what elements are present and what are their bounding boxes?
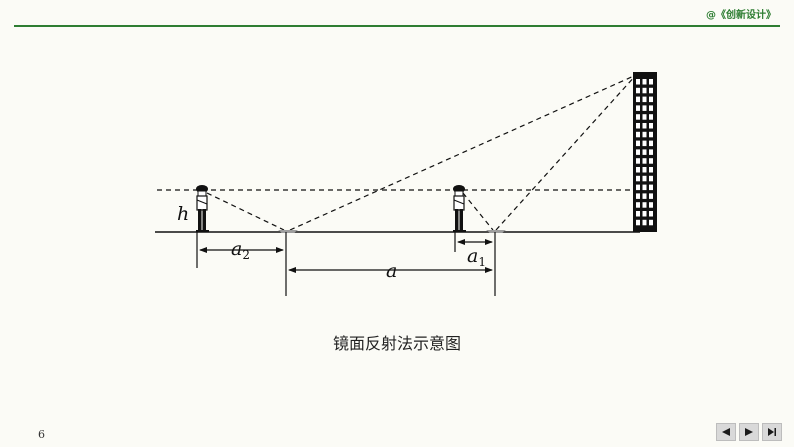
building-window [642,140,647,147]
dimension-a [288,232,496,296]
building-window [642,123,647,129]
building-window [649,105,653,111]
sight-line-mirror1-to-top [289,74,637,231]
building-window [649,96,653,103]
building-window [642,79,647,85]
building-window [649,211,653,217]
dimension-a2 [196,232,287,296]
building-window [642,184,647,191]
building-window [642,114,647,120]
prev-slide-button[interactable] [716,423,736,441]
skip-to-end-icon [768,428,776,436]
label-a2: a2 [231,238,250,262]
building-window [642,87,647,94]
building-window [636,211,640,217]
building-window [642,149,647,155]
building-window [642,158,647,164]
building-window [636,114,640,120]
brand-label: @《创新设计》 [706,10,776,21]
building-window [649,167,653,173]
building-window [649,131,653,138]
building-window [642,96,647,103]
building-window [636,158,640,164]
building-window [636,149,640,155]
slide-navigation [716,423,782,441]
dimension-a1 [454,232,493,252]
building-window [636,175,640,182]
page-number: 6 [38,428,45,441]
building-window [642,131,647,138]
sight-line-mirror2-to-top [495,74,637,231]
header-divider [14,25,780,27]
building-window [642,211,647,217]
building-window [636,79,640,85]
building-window [636,105,640,111]
building-window [649,193,653,199]
person-right [453,185,466,232]
triangle-right-icon [745,428,753,436]
building-window [649,202,653,208]
building-window [649,140,653,147]
building-window [636,167,640,173]
building-window [642,193,647,199]
building-window [649,158,653,164]
sight-line-person1-to-mirror [206,192,285,231]
building-window [649,184,653,191]
building-window [636,193,640,199]
diagram-caption: 镜面反射法示意图 [332,334,461,353]
building-window [636,184,640,191]
building-window [649,149,653,155]
building-window [636,131,640,138]
building-window [642,219,647,226]
building-window [636,123,640,129]
building-window [636,219,640,226]
building-window [642,175,647,182]
sight-line-person2-to-mirror [462,192,494,231]
triangle-left-icon [722,428,730,436]
next-slide-button[interactable] [739,423,759,441]
last-slide-button[interactable] [762,423,782,441]
building-window [642,202,647,208]
building-window [636,140,640,147]
building-window [642,105,647,111]
building-window [649,79,653,85]
label-a1: a1 [467,245,486,269]
building-window [649,219,653,226]
label-h: h [177,203,189,225]
building-window [636,202,640,208]
building-window [649,123,653,129]
building-window [649,87,653,94]
person-left [196,185,209,232]
building-window [636,87,640,94]
building-window [649,175,653,182]
mirror-right [486,230,506,233]
mirror-left [278,230,298,233]
building-window [642,167,647,173]
building-window [649,114,653,120]
building-window [636,96,640,103]
building [633,72,657,232]
label-a: a [386,260,397,282]
